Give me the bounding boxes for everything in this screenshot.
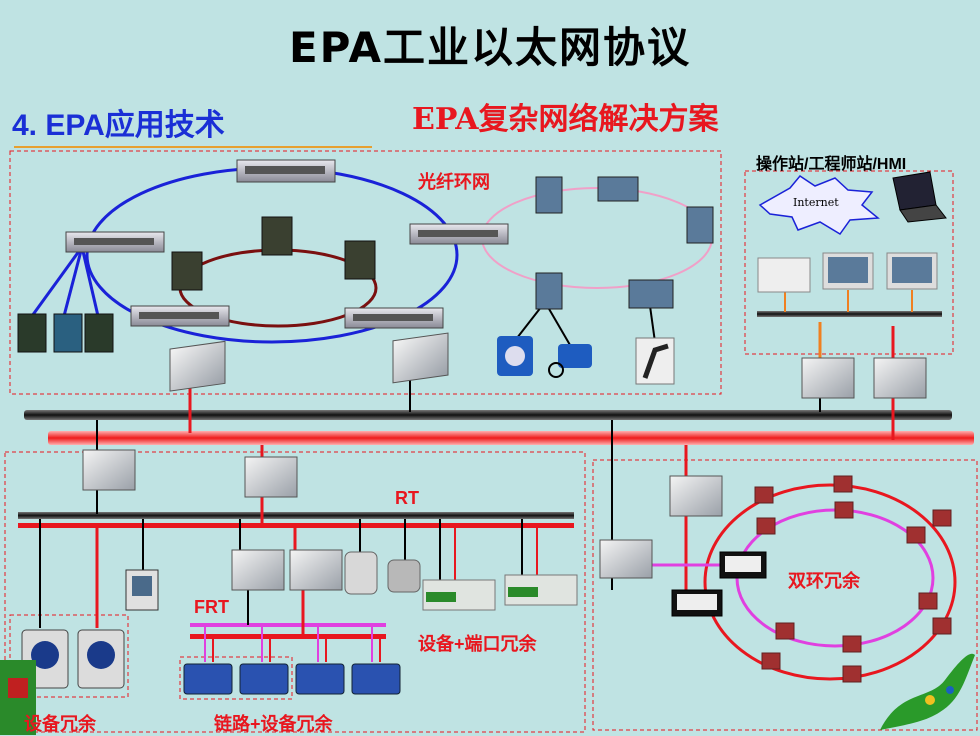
zone-top-left xyxy=(9,150,722,395)
pressure-transmitter xyxy=(125,551,421,611)
rt-bus-black xyxy=(18,512,574,519)
zone-dual-ring xyxy=(592,459,978,731)
rack-switch-bottom-left xyxy=(130,305,230,327)
label-dual-ring-redundancy: 双环冗余 xyxy=(788,571,860,591)
slide-title: EPA工业以太网协议 xyxy=(288,23,692,72)
rack-switch-top xyxy=(236,159,336,183)
redundant-display-unit xyxy=(21,629,125,689)
frt-bus-magenta xyxy=(190,623,386,627)
internet-cloud-icon xyxy=(758,175,880,235)
corner-ornament-right xyxy=(880,653,975,730)
section-heading: 4. EPA应用技术 xyxy=(12,109,225,142)
zone-bottom-left xyxy=(4,451,586,733)
dual-ring-node xyxy=(754,475,952,683)
slide-subtitle: EPA复杂网络解决方案 xyxy=(412,102,719,137)
rack-switch-right xyxy=(409,223,509,245)
workstation-icon xyxy=(757,252,938,293)
rack-switch-left xyxy=(65,231,165,253)
label-internet: Internet xyxy=(793,196,839,209)
station-lan-bar xyxy=(757,311,942,317)
label-fiber-ring: 光纤环网 xyxy=(418,172,490,192)
backbone-red xyxy=(48,431,974,445)
label-frt: FRT xyxy=(194,597,229,617)
epa-gateway xyxy=(82,332,927,591)
zone-link-redundancy xyxy=(179,656,293,700)
laptop-icon xyxy=(892,171,947,223)
dual-ring-switch xyxy=(671,551,767,617)
backbone-black xyxy=(24,410,952,420)
rack-switch-bottom-right xyxy=(344,307,444,329)
din-switch xyxy=(17,176,714,353)
link-redundancy-module xyxy=(183,663,401,695)
fiber-ring-pink xyxy=(481,187,713,289)
zone-device-redundancy xyxy=(9,614,129,698)
port-redundancy-module xyxy=(422,574,578,611)
label-device-port-redundancy: 设备+端口冗余 xyxy=(418,634,537,654)
label-link-device-redundancy: 链路+设备冗余 xyxy=(214,714,333,734)
dual-ring-outer xyxy=(703,483,957,681)
robot-arm-device xyxy=(635,337,675,385)
label-device-redundancy: 设备冗余 xyxy=(24,714,96,734)
rt-bus-red xyxy=(18,523,574,528)
valve-actuator-device xyxy=(548,344,592,378)
frt-bus-red xyxy=(190,634,386,639)
flowmeter-device xyxy=(497,336,533,376)
corner-ornament-left xyxy=(0,660,36,735)
label-station: 操作站/工程师站/HMI xyxy=(756,156,907,173)
label-rt: RT xyxy=(395,488,419,508)
